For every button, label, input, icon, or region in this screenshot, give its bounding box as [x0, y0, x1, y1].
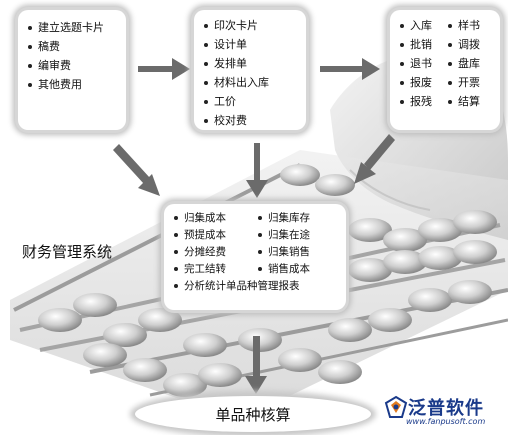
- list-item: 归集销售: [258, 244, 336, 261]
- cost-right-column: 归集库存 归集在途 归集销售 销售成本: [258, 210, 336, 278]
- list-item: 校对费: [204, 111, 296, 130]
- list-item: 归集成本: [174, 210, 252, 227]
- bullet-icon: [28, 83, 32, 87]
- list-item: 建立选题卡片: [28, 18, 116, 37]
- list-item: 结算: [448, 92, 490, 111]
- arrow-b-to-c: [320, 58, 380, 80]
- brand-logo: 泛普软件 www.fanpusoft.com: [384, 393, 502, 433]
- list-item: 调拨: [448, 35, 490, 54]
- bullet-icon: [400, 43, 404, 47]
- bullet-icon: [448, 100, 452, 104]
- bullet-icon: [174, 284, 178, 288]
- box-topic-costs: 建立选题卡片 稿费 编审费 其他费用: [18, 10, 126, 130]
- brand-name: 泛普软件: [408, 398, 484, 419]
- bullet-icon: [174, 267, 178, 271]
- bullet-icon: [204, 119, 208, 123]
- list-item: 批销: [400, 35, 442, 54]
- list-item: 销售成本: [258, 261, 336, 278]
- inventory-right-column: 样书 调拨 盘库 开票 结算: [448, 16, 490, 111]
- list-item-report: 分析统计单品种管理报表: [174, 278, 336, 295]
- result-label: 单品种核算: [215, 406, 291, 424]
- box-cost-accounting: 归集成本 预提成本 分摊经费 完工结转 归集库存 归集在途 归集销售 销售成本 …: [164, 204, 346, 310]
- bullet-icon: [28, 26, 32, 30]
- bullet-icon: [174, 250, 178, 254]
- bullet-icon: [448, 62, 452, 66]
- list-item: 入库: [400, 16, 442, 35]
- arrow-center-to-result: [245, 336, 267, 394]
- bullet-icon: [204, 62, 208, 66]
- bullet-icon: [28, 45, 32, 49]
- bullet-icon: [204, 81, 208, 85]
- list-item: 印次卡片: [204, 16, 296, 35]
- list-item: 发排单: [204, 54, 296, 73]
- arrow-c-to-center: [354, 134, 395, 184]
- arrow-b-to-center: [246, 143, 268, 198]
- bullet-icon: [400, 100, 404, 104]
- list-item: 预提成本: [174, 227, 252, 244]
- list-item: 盘库: [448, 54, 490, 73]
- bullet-icon: [258, 267, 262, 271]
- list-item: 退书: [400, 54, 442, 73]
- list-item: 工价: [204, 92, 296, 111]
- list-item: 完工结转: [174, 261, 252, 278]
- brand-logo-icon: [384, 395, 408, 418]
- list-item: 样书: [448, 16, 490, 35]
- bullet-icon: [204, 43, 208, 47]
- arrow-a-to-center: [113, 144, 160, 196]
- list-item: 其他费用: [28, 75, 116, 94]
- inventory-left-column: 入库 批销 退书 报废 报残: [400, 16, 442, 111]
- bullet-icon: [448, 24, 452, 28]
- bullet-icon: [28, 64, 32, 68]
- bullet-icon: [258, 250, 262, 254]
- list-item: 分摊经费: [174, 244, 252, 261]
- list-item: 归集在途: [258, 227, 336, 244]
- bullet-icon: [174, 233, 178, 237]
- bullet-icon: [400, 81, 404, 85]
- arrow-a-to-b: [138, 58, 190, 80]
- bullet-icon: [174, 216, 178, 220]
- result-box: 单品种核算: [135, 396, 371, 432]
- list-item: 报残: [400, 92, 442, 111]
- list-item: 报废: [400, 73, 442, 92]
- finance-system-label: 财务管理系统: [22, 243, 113, 261]
- list-item: 归集库存: [258, 210, 336, 227]
- bullet-icon: [258, 216, 262, 220]
- list-item: 材料出入库: [204, 73, 296, 92]
- bullet-icon: [400, 24, 404, 28]
- box-inventory-operations: 入库 批销 退书 报废 报残 样书 调拨 盘库 开票 结算: [390, 10, 500, 130]
- bullet-icon: [448, 81, 452, 85]
- bullet-icon: [258, 233, 262, 237]
- list-item: 设计单: [204, 35, 296, 54]
- list-item: 编审费: [28, 56, 116, 75]
- list-item: 开票: [448, 73, 490, 92]
- bullet-icon: [448, 43, 452, 47]
- list-item: 稿费: [28, 37, 116, 56]
- cost-left-column: 归集成本 预提成本 分摊经费 完工结转: [174, 210, 252, 278]
- bullet-icon: [400, 62, 404, 66]
- box-printing-costs: 印次卡片 设计单 发排单 材料出入库 工价 校对费: [194, 10, 306, 130]
- brand-url: www.fanpusoft.com: [406, 417, 486, 426]
- flow-arrows: [113, 58, 395, 394]
- bullet-icon: [204, 100, 208, 104]
- bullet-icon: [204, 24, 208, 28]
